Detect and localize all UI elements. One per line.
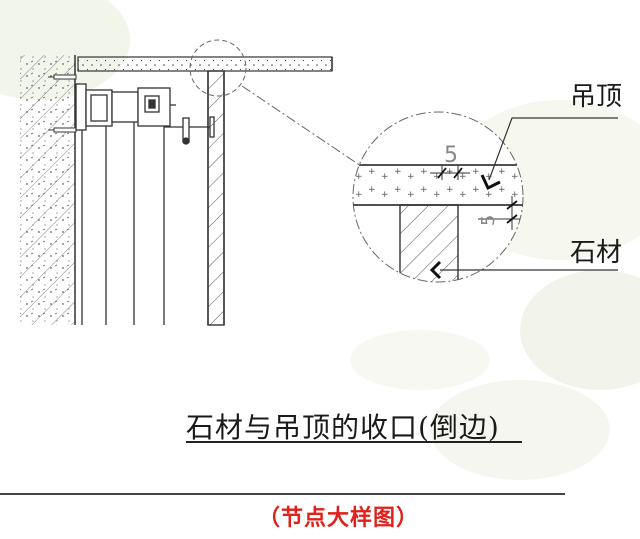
title-underline xyxy=(186,441,522,443)
chamfer-mark-ceiling xyxy=(480,174,501,191)
label-stone: 石材 xyxy=(570,238,623,268)
ceiling-board xyxy=(77,56,333,72)
label-ceiling: 吊顶 xyxy=(570,82,623,112)
enlarged-detail: 5 5 xyxy=(352,111,524,283)
bottom-rule xyxy=(0,493,565,495)
dimension-top: 5 xyxy=(444,143,458,168)
stone-bracket xyxy=(164,116,215,145)
concrete-wall xyxy=(20,55,76,325)
detail-reference-circle xyxy=(189,39,247,97)
drawing-subtitle: （节点大样图） xyxy=(258,506,420,531)
detail-leader-line xyxy=(241,85,365,169)
drawing-title: 石材与吊顶的收口(倒边) xyxy=(186,411,500,444)
chamfer-mark-stone xyxy=(429,260,442,280)
dimension-side: 5 xyxy=(478,215,499,226)
label-leaders xyxy=(440,117,618,271)
vertical-members xyxy=(81,122,165,325)
steel-frame xyxy=(75,83,176,131)
stone-panel xyxy=(207,70,225,326)
